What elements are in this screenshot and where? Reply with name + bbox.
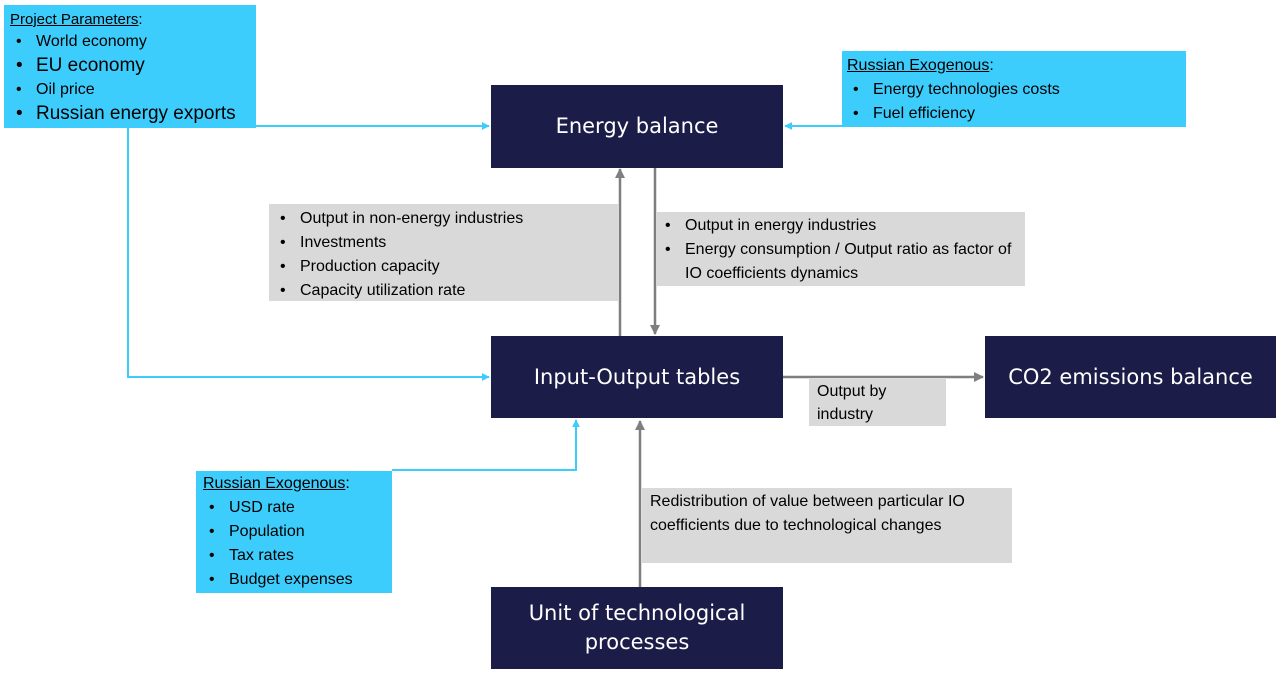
io-to-energy-list: Output in non-energy industries Investme… — [274, 207, 619, 303]
output-by-industry-label-box: Output by industry — [809, 379, 946, 426]
list-item: Energy consumption / Output ratio as fac… — [659, 238, 1019, 286]
project-parameters-box: Project Parameters: World economy EU eco… — [4, 5, 256, 128]
list-item: Investments — [274, 231, 619, 255]
russian-exogenous-bottom-suffix: : — [345, 475, 350, 492]
list-item: Fuel efficiency — [847, 102, 1186, 126]
redistribution-label: Redistribution of value between particul… — [650, 493, 965, 534]
list-item: World economy — [10, 30, 256, 54]
list-item: Capacity utilization rate — [274, 279, 619, 303]
russian-exogenous-top-list: Energy technologies costs Fuel efficienc… — [847, 78, 1186, 126]
project-parameters-suffix: : — [138, 11, 143, 28]
list-item: Output in energy industries — [659, 214, 1019, 238]
list-item: EU economy — [10, 54, 256, 78]
co2-balance-label: CO2 emissions balance — [1008, 364, 1253, 389]
io-to-energy-label-box: Output in non-energy industries Investme… — [269, 204, 619, 303]
list-item: Tax rates — [203, 544, 392, 568]
tech-unit-node: Unit of technological processes — [491, 587, 783, 669]
list-item: Oil price — [10, 78, 256, 102]
energy-to-io-label-box: Output in energy industries Energy consu… — [656, 212, 1025, 286]
co2-balance-node: CO2 emissions balance — [985, 336, 1276, 418]
russian-exogenous-bottom-list: USD rate Population Tax rates Budget exp… — [203, 496, 392, 592]
russian-exogenous-top-heading-row: Russian Exogenous: — [847, 54, 1186, 78]
tech-unit-label-line1: Unit of technological — [528, 601, 746, 625]
project-parameters-list: World economy EU economy Oil price Russi… — [10, 30, 256, 126]
list-item: Budget expenses — [203, 568, 392, 592]
project-parameters-heading-row: Project Parameters: — [10, 10, 256, 30]
russian-exogenous-bottom-box: Russian Exogenous: USD rate Population T… — [196, 471, 392, 593]
list-item: Output in non-energy industries — [274, 207, 619, 231]
list-item: Production capacity — [274, 255, 619, 279]
output-by-industry-label: Output by industry — [817, 383, 887, 423]
list-item: Russian energy exports — [10, 102, 256, 126]
redistribution-label-box: Redistribution of value between particul… — [642, 488, 1012, 563]
arrow-params-to-io-tables — [127, 128, 490, 381]
io-tables-node: Input-Output tables — [491, 336, 783, 418]
tech-unit-label-line2: processes — [584, 630, 690, 654]
russian-exogenous-bottom-heading: Russian Exogenous — [203, 475, 346, 492]
list-item: USD rate — [203, 496, 392, 520]
energy-to-io-list: Output in energy industries Energy consu… — [659, 214, 1019, 286]
energy-balance-node: Energy balance — [491, 85, 783, 168]
io-tables-label: Input-Output tables — [533, 364, 741, 389]
project-parameters-heading: Project Parameters — [10, 11, 139, 28]
russian-exogenous-bottom-heading-row: Russian Exogenous: — [203, 472, 392, 496]
arrow-exogenous-bottom-to-io-tables — [392, 419, 580, 471]
russian-exogenous-top-box: Russian Exogenous: Energy technologies c… — [842, 51, 1186, 127]
list-item: Energy technologies costs — [847, 78, 1186, 102]
list-item: Population — [203, 520, 392, 544]
energy-balance-label: Energy balance — [555, 114, 719, 138]
russian-exogenous-top-suffix: : — [989, 57, 994, 74]
russian-exogenous-top-heading: Russian Exogenous — [847, 57, 990, 74]
